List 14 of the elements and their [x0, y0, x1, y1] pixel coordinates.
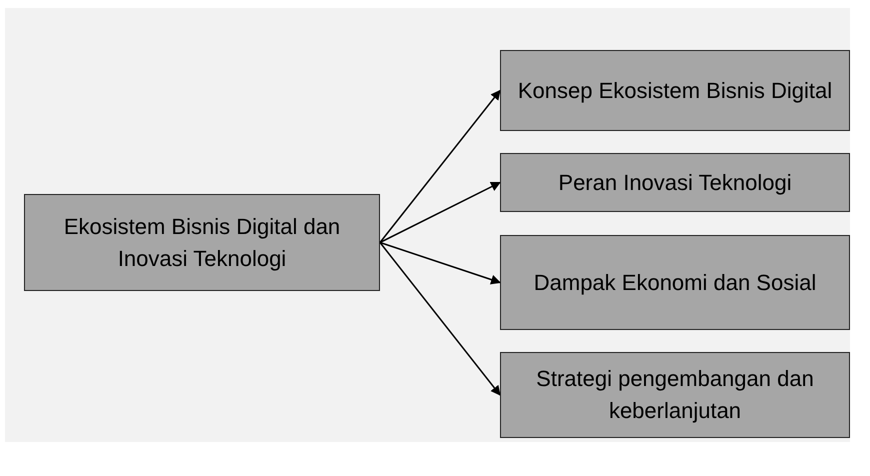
node-label: Ekosistem Bisnis Digital dan Inovasi Teknologi	[62, 212, 342, 273]
arrow	[380, 242, 501, 284]
node-label: Konsep Ekosistem Bisnis Digital	[518, 76, 832, 105]
topic-box	[500, 235, 850, 330]
topic-box	[500, 153, 850, 212]
node-label: Dampak Ekonomi dan Sosial	[534, 268, 816, 297]
topic-box	[24, 194, 380, 291]
arrow	[379, 90, 501, 243]
node-label: Strategi pengembangan dan keberlanjutan	[535, 365, 815, 425]
arrow	[379, 242, 501, 396]
node-label: Peran Inovasi Teknologi	[558, 168, 792, 197]
topic-box	[500, 50, 850, 131]
topic-box	[500, 352, 850, 438]
arrow	[380, 182, 501, 244]
